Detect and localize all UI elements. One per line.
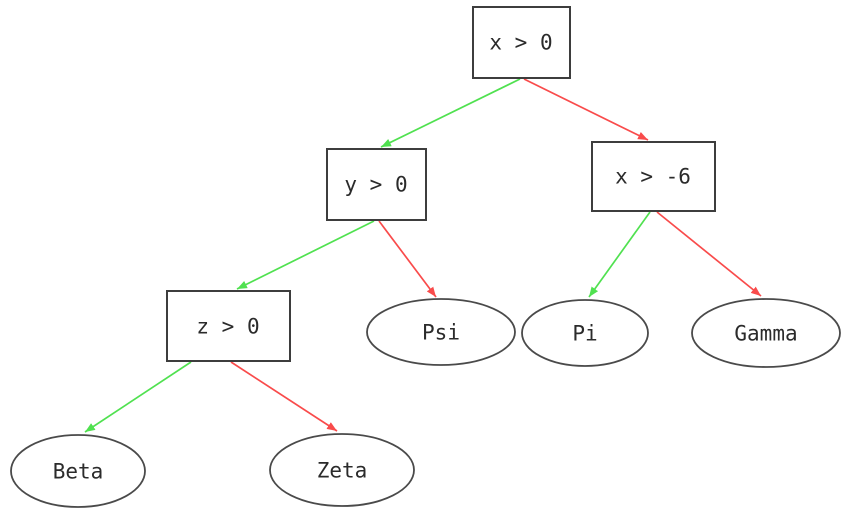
- leaf-zeta-label: Zeta: [317, 458, 368, 482]
- node-x-gt-neg6: x > -6: [591, 141, 716, 212]
- edge-y-gt-0-to-z-gt-0-true: [236, 220, 375, 290]
- node-y-gt-0: y > 0: [326, 148, 427, 221]
- edge-x-gt-neg6-to-gamma-false: [656, 211, 762, 297]
- leaf-beta: Beta: [10, 434, 146, 508]
- leaf-psi: Psi: [366, 298, 516, 366]
- node-z-gt-0-label: z > 0: [196, 314, 259, 338]
- node-z-gt-0-box: [166, 290, 291, 362]
- leaf-gamma-label: Gamma: [734, 321, 797, 345]
- node-x-gt-0-label: x > 0: [489, 30, 552, 54]
- edge-z-gt-0-to-beta-true: [84, 361, 192, 433]
- leaf-beta-ellipse: [10, 434, 146, 508]
- edge-y-gt-0-to-psi-false: [378, 220, 437, 298]
- leaf-pi: Pi: [521, 299, 649, 367]
- edge-x-gt-0-to-y-gt-0-true: [380, 78, 521, 148]
- edge-z-gt-0-to-zeta-false: [230, 361, 338, 432]
- leaf-beta-label: Beta: [53, 459, 104, 483]
- node-x-gt-neg6-box: [591, 141, 716, 212]
- leaf-pi-ellipse: [521, 299, 649, 367]
- node-x-gt-0: x > 0: [472, 6, 571, 79]
- leaf-psi-label: Psi: [422, 320, 460, 344]
- leaf-gamma: Gamma: [691, 298, 841, 368]
- node-y-gt-0-label: y > 0: [344, 172, 407, 196]
- leaf-pi-label: Pi: [572, 321, 597, 345]
- leaf-gamma-ellipse: [691, 298, 841, 368]
- leaf-psi-ellipse: [366, 298, 516, 366]
- leaf-zeta-ellipse: [269, 433, 415, 507]
- node-x-gt-neg6-label: x > -6: [615, 164, 691, 188]
- node-y-gt-0-box: [326, 148, 427, 221]
- node-x-gt-0-box: [472, 6, 571, 79]
- edge-x-gt-0-to-x-gt-neg6-false: [523, 78, 649, 141]
- leaf-zeta: Zeta: [269, 433, 415, 507]
- edges-layer: [84, 78, 762, 433]
- edge-x-gt-neg6-to-pi-true: [588, 211, 651, 298]
- node-z-gt-0: z > 0: [166, 290, 291, 362]
